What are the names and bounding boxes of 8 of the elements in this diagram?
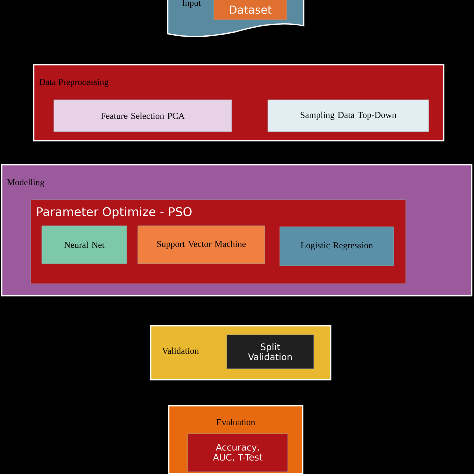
model-box: Neural Net bbox=[42, 226, 128, 264]
model-box: Logistic Regression bbox=[280, 226, 394, 266]
dataset-box: Dataset bbox=[214, 0, 288, 20]
process-box: Split Validation bbox=[226, 334, 314, 370]
model-box: Support Vector Machine bbox=[138, 226, 266, 264]
process-box: Feature Selection PCA bbox=[54, 100, 232, 132]
metrics-box: Accuracy, AUC, T-Test bbox=[188, 434, 288, 472]
process-box: Sampling Data Top-Down bbox=[268, 100, 430, 132]
